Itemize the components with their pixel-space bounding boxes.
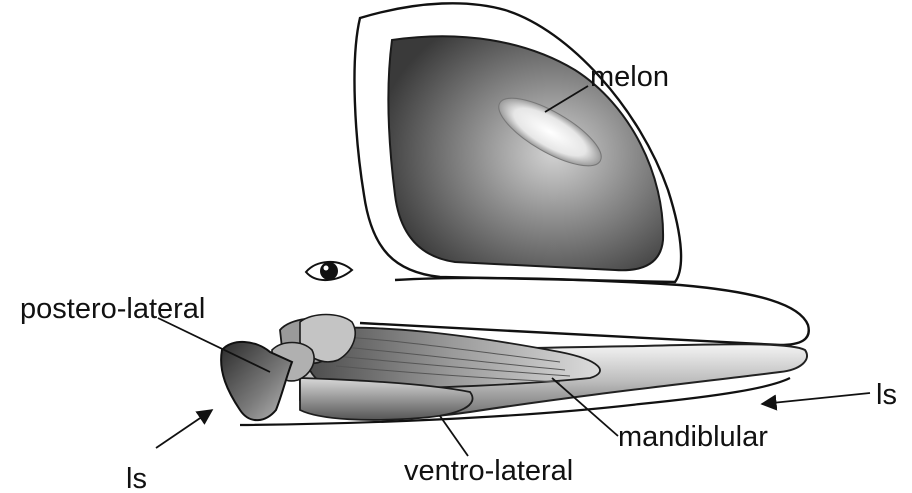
melon-label: melon xyxy=(590,61,669,93)
mandibular-label: mandiblular xyxy=(618,421,768,453)
ventro-lateral-label: ventro-lateral xyxy=(404,455,573,487)
ventro-lateral-leader-line xyxy=(440,416,468,456)
postero-lateral-label: postero-lateral xyxy=(20,293,205,325)
ls-right-arrow xyxy=(762,393,870,404)
ls-left-arrow xyxy=(156,410,212,448)
ls-right-label: ls xyxy=(876,379,897,411)
ls-left-label: ls xyxy=(126,463,147,493)
eye-icon xyxy=(306,262,352,280)
